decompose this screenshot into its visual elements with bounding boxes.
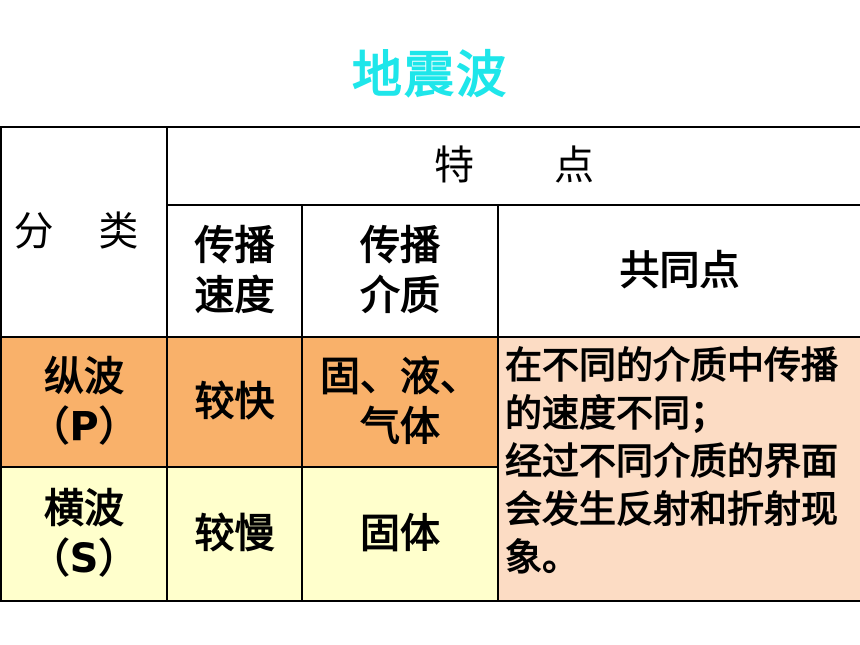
p-wave-medium: 固、液、 气体	[320, 354, 480, 450]
p-wave-medium-cell: 固、液、 气体	[301, 336, 499, 468]
classification-header-cell: 分 类	[0, 126, 168, 338]
s-wave-name: 横波 （S）	[29, 486, 139, 582]
common-header: 共同点	[619, 248, 740, 294]
table-row: 横波 （S） 较慢 固体	[0, 466, 860, 602]
s-wave-speed: 较慢	[194, 511, 275, 557]
common-header-cell: 共同点	[497, 204, 860, 338]
seismic-wave-table: 分 类 特 点 传播 速度 传播 介质 共同点 纵波 （P） 较快 固、液、 气…	[0, 126, 860, 602]
table-row: 纵波 （P） 较快 固、液、 气体 在不同的介质中传播的速度不同； 经过不同介质…	[0, 336, 860, 602]
features-header-cell: 特 点	[166, 126, 860, 206]
speed-header: 传播 速度	[194, 223, 275, 319]
s-wave-speed-cell: 较慢	[166, 466, 303, 602]
classification-header: 分 类	[13, 209, 155, 255]
s-wave-medium: 固体	[360, 511, 440, 557]
common-points-cell: 在不同的介质中传播的速度不同； 经过不同介质的界面会发生反射和折射现象。	[497, 336, 860, 602]
p-wave-speed-cell: 较快	[166, 336, 303, 468]
s-wave-name-cell: 横波 （S）	[0, 466, 168, 602]
slide-title: 地震波	[352, 46, 508, 104]
s-wave-medium-cell: 固体	[301, 466, 499, 602]
features-header: 特 点	[434, 143, 594, 189]
p-wave-name: 纵波 （P）	[29, 354, 139, 450]
p-wave-speed: 较快	[194, 379, 275, 425]
medium-header: 传播 介质	[360, 223, 440, 319]
common-points-text: 在不同的介质中传播的速度不同； 经过不同介质的界面会发生反射和折射现象。	[505, 344, 838, 579]
header-row-sub: 传播 速度 传播 介质 共同点	[1, 204, 860, 338]
p-wave-name-cell: 纵波 （P）	[0, 336, 168, 468]
speed-header-cell: 传播 速度	[166, 204, 303, 338]
medium-header-cell: 传播 介质	[301, 204, 499, 338]
header-row-top: 分 类 特 点	[0, 126, 860, 338]
